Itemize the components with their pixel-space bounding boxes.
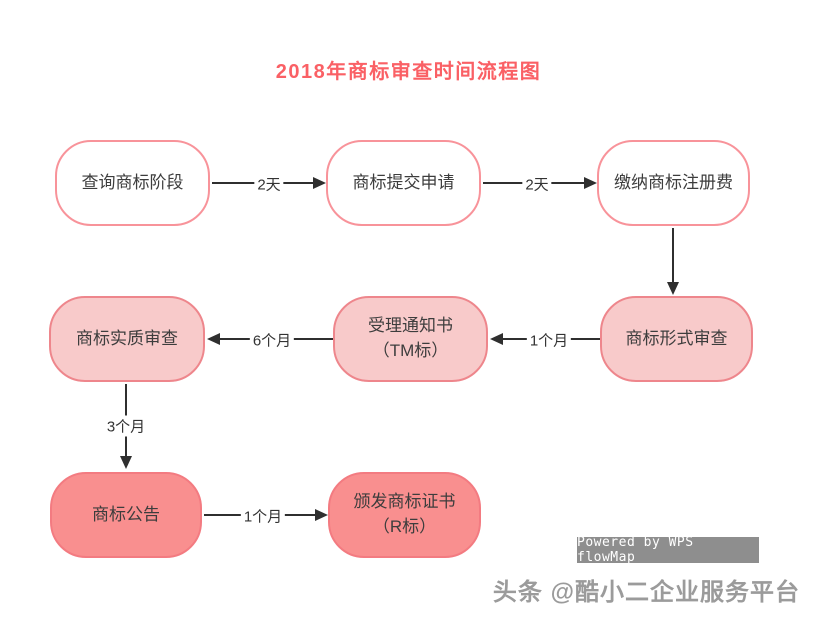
edge-formal-notice-label: 1个月 [526, 329, 572, 351]
node-submit-application: 商标提交申请 [326, 140, 481, 226]
arrowhead-left-icon [490, 333, 503, 345]
node-acceptance-notice: 受理通知书 （TM标） [333, 296, 488, 382]
node-substantive-examination: 商标实质审查 [49, 296, 205, 382]
node-issue-certificate: 颁发商标证书 （R标） [328, 472, 481, 558]
arrowhead-down-icon [120, 456, 132, 469]
arrowhead-right-icon [584, 177, 597, 189]
arrowhead-right-icon [313, 177, 326, 189]
edge-query-submit-label: 2天 [254, 173, 284, 195]
edge-subst-pub-label: 3个月 [103, 415, 149, 437]
node-pay-registration-fee: 缴纳商标注册费 [597, 140, 750, 226]
page-title: 2018年商标审查时间流程图 [275, 61, 542, 83]
arrowhead-left-icon [207, 333, 220, 345]
watermark-text: 头条 @酷小二企业服务平台 [492, 579, 800, 606]
node-query-trademark: 查询商标阶段 [55, 140, 210, 226]
arrowhead-down-icon [667, 282, 679, 295]
node-trademark-publication: 商标公告 [50, 472, 202, 558]
arrowhead-right-icon [315, 509, 328, 521]
node-formal-examination: 商标形式审查 [600, 296, 753, 382]
edge-submit-pay-label: 2天 [522, 173, 552, 195]
edge-notice-subst-label: 6个月 [249, 329, 295, 351]
powered-by-badge: Powered by WPS flowMap [577, 535, 759, 565]
edge-pay-formal-line [672, 228, 674, 284]
edge-pub-cert-label: 1个月 [240, 505, 286, 527]
